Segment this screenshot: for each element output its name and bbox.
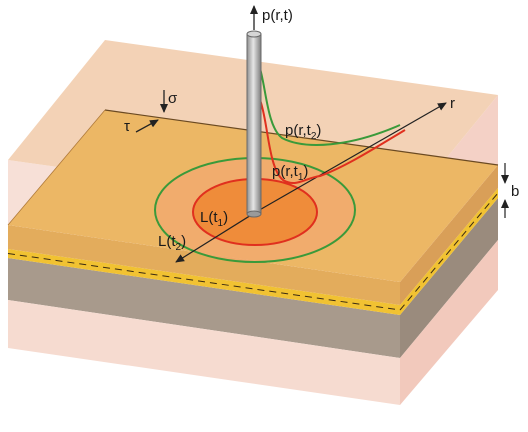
shear-stress-arrow [135,119,159,133]
lower-block-front-pink [8,300,400,405]
fault-plane-edge [104,109,499,166]
normal-stress-label: σ [168,90,178,107]
lower-block-right-pink [400,240,498,405]
wellbore-pressure-label: p(r,t) [262,7,293,24]
thickness-label: b [511,183,519,200]
fault-dash-front [7,253,401,311]
pressure-t2-label: p(r,t2) [285,122,321,142]
layer-right-face [400,165,498,305]
shear-stress-label: τ [124,118,130,135]
fault-plane-edge-left [7,109,106,226]
length-t1-label: L(t1) [200,209,228,229]
fault-dash-right [399,192,499,311]
wellbore-top [246,30,262,38]
wellbore [246,33,262,215]
layer-front-face [8,225,400,305]
length-t2-arrow [175,211,257,263]
pressure-t1-label: p(r,t1) [272,163,308,183]
lower-block-front-grey [8,258,400,358]
pressure-curve-t1 [259,99,406,185]
wellbore-bottom [246,210,262,218]
length-t2-label: L(t2) [158,233,186,253]
radial-axis-line [255,102,447,213]
pressure-curve-t2 [257,61,401,146]
radial-axis-label: r [450,95,455,112]
lower-block-right-grey [400,198,498,358]
